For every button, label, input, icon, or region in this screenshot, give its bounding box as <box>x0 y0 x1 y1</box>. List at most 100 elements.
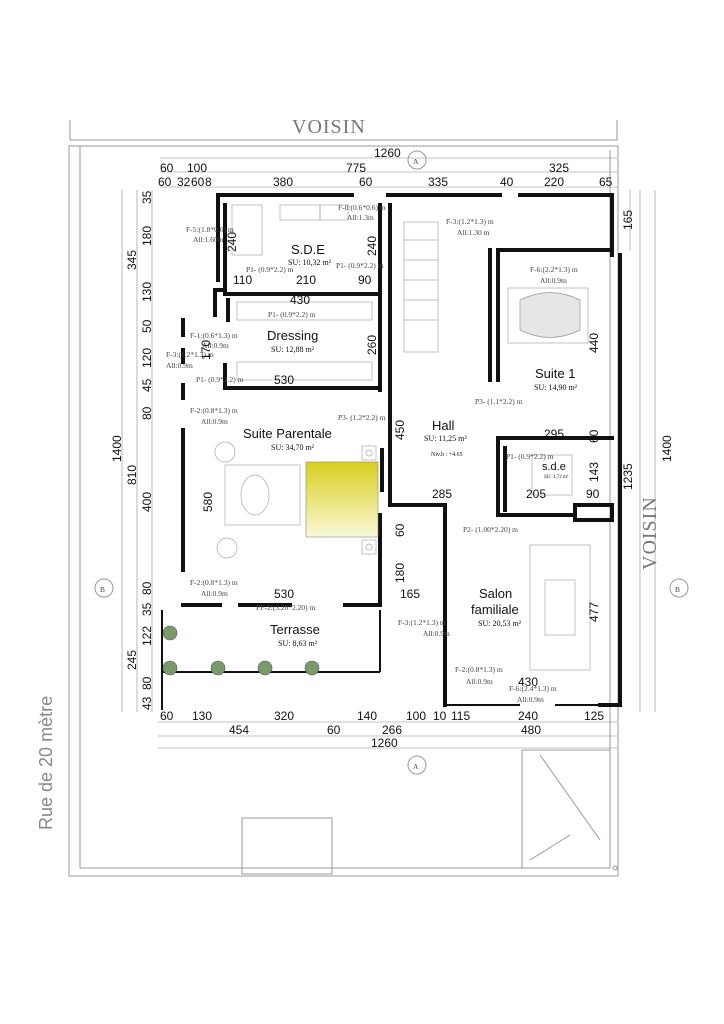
window-f5-height: All:1.60m <box>193 235 224 244</box>
dim-inner: 530 <box>274 373 294 387</box>
salon-seating <box>529 544 591 671</box>
dim-left-r2: 245 <box>125 650 139 670</box>
dim-inner: 90 <box>358 273 372 287</box>
section-b-right-label: B <box>675 585 680 594</box>
dim-inner: 580 <box>201 492 215 512</box>
window-f6-top-height: All:0.9m <box>540 276 567 285</box>
door-p1-b-label: P1- (0.9*2.2) m <box>336 261 384 270</box>
dim-inner: 210 <box>296 273 316 287</box>
wardrobe-bottom <box>236 361 373 381</box>
dim-top-r2: 60 <box>359 175 373 189</box>
plant <box>210 660 226 676</box>
window-f2-a-label: F-2:(0.8*1.3) m <box>190 406 238 415</box>
dim-top-r1: 60 <box>160 161 174 175</box>
plant <box>257 660 273 676</box>
dim-inner: 530 <box>274 587 294 601</box>
room-suite1-name: Suite 1 <box>535 366 575 381</box>
dims-left: 35 180 130 50 120 45 80 400 80 35 122 80… <box>110 190 154 710</box>
dim-inner: 60 <box>393 523 407 537</box>
window-f2-a-height: All:0.9m <box>201 417 228 426</box>
dim-inner: 285 <box>432 487 452 501</box>
dim-top-r2: 335 <box>428 175 448 189</box>
section-a-top-label: A <box>413 157 419 166</box>
dim-inner: 260 <box>365 335 379 355</box>
dim-top-r2: 40 <box>500 175 514 189</box>
dim-left-r1: 50 <box>140 319 154 333</box>
dim-bottom-r1: 10 <box>433 709 447 723</box>
room-terrasse-name: Terrasse <box>270 622 320 637</box>
site-boundary <box>68 120 619 877</box>
dim-bottom-r2: 60 <box>327 723 341 737</box>
dim-top-r2: 32 <box>177 175 191 189</box>
dim-inner: 180 <box>393 563 407 583</box>
door-p1-c-label: P1- (0.9*2.2) m <box>268 310 316 319</box>
dim-top-r2: 60 <box>191 175 205 189</box>
section-b-right <box>669 578 689 598</box>
room-sde-small-area: SU: 4,72 m² <box>544 474 569 480</box>
dim-bottom-r1: 240 <box>518 709 538 723</box>
room-dressing-name: Dressing <box>267 328 318 343</box>
dim-top-r2: 65 <box>599 175 613 189</box>
armchair-bottom <box>216 537 238 559</box>
plant <box>162 660 178 676</box>
section-a-bottom-label: A <box>413 762 419 771</box>
nightstand-bottom <box>361 539 377 555</box>
window-f6-top-label: F-6:(2.2*1.3) m <box>530 265 578 274</box>
plant <box>162 625 178 641</box>
dim-inner: 440 <box>587 333 601 353</box>
dim-inner: 240 <box>365 236 379 256</box>
window-f0-height: All:1.3m <box>347 213 374 222</box>
dim-left-r1: 43 <box>140 696 154 710</box>
dim-top-r2: 380 <box>273 175 293 189</box>
door-p3-a-label: P3- (1.2*2.2) m <box>338 413 386 422</box>
dim-left-r1: 80 <box>140 406 154 420</box>
window-f5-label: F-5:(1.8*0.6) m <box>186 225 234 234</box>
room-suite-parentale-name: Suite Parentale <box>243 426 332 441</box>
bed-master <box>305 461 379 538</box>
site-gate <box>241 817 333 875</box>
section-b-left <box>94 578 114 598</box>
dim-inner: 90 <box>586 487 600 501</box>
room-labels: S.D.E SU: 10,32 m² Dressing SU: 12,88 m²… <box>243 242 578 648</box>
dim-top-total: 1260 <box>374 146 401 160</box>
dim-top-r1: 325 <box>549 161 569 175</box>
dim-right-total: 1400 <box>660 435 674 462</box>
plant <box>304 660 320 676</box>
dimension-lines <box>121 157 656 749</box>
room-suite-parentale-area: SU: 34,70 m² <box>271 443 315 452</box>
window-f2-c-height: All:0.9m <box>466 677 493 686</box>
window-f3-left-height: All:0.9m <box>166 361 193 370</box>
dim-left-r1: 122 <box>140 626 154 646</box>
dim-inner: 110 <box>233 273 252 287</box>
room-hall-name: Hall <box>432 418 455 433</box>
dims-right: 165 1235 1400 <box>621 210 674 490</box>
door-p1-d-label: P1- (0.9*2.2) m <box>196 375 244 384</box>
dim-inner: 205 <box>526 487 546 501</box>
dim-bottom-r2: 480 <box>521 723 541 737</box>
bed-suite1 <box>507 287 589 344</box>
neighbor-top-label: VOISIN <box>292 116 366 138</box>
dim-left-r2: 810 <box>125 465 139 485</box>
dims-top: 1260 60 100 775 325 60 32 60 8 380 60 33… <box>158 146 613 189</box>
wardrobe-top <box>236 301 373 321</box>
dim-bottom-r1: 140 <box>357 709 377 723</box>
window-f3-mid-label: F-3:(1.2*1.3) m <box>398 618 446 627</box>
dim-right-r1: 165 <box>621 210 635 230</box>
shower <box>231 204 263 256</box>
door-p1-e-label: P1- (0.9*2.2) m <box>506 452 554 461</box>
room-sde-area: SU: 10,32 m² <box>288 258 332 267</box>
dim-left-r1: 80 <box>140 581 154 595</box>
dim-inner: 60 <box>587 429 601 443</box>
dim-bottom-r1: 125 <box>584 709 604 723</box>
room-sde-name: S.D.E <box>291 242 325 257</box>
section-a-top <box>407 150 427 170</box>
dim-top-r2: 60 <box>158 175 172 189</box>
neighbor-right-label: VOISIN <box>639 496 661 570</box>
opening-labels: F-5:(1.8*0.6) m All:1.60m F-0:(0.6*0.6) … <box>166 203 578 704</box>
dim-inner: 143 <box>587 462 601 482</box>
room-suite1-area: SU: 14,90 m² <box>534 383 578 392</box>
room-hall-level: Niv.b : +4.65 <box>431 452 463 458</box>
dim-bottom-r1: 130 <box>192 709 212 723</box>
room-sde-small-name: s.d.e <box>542 461 566 473</box>
